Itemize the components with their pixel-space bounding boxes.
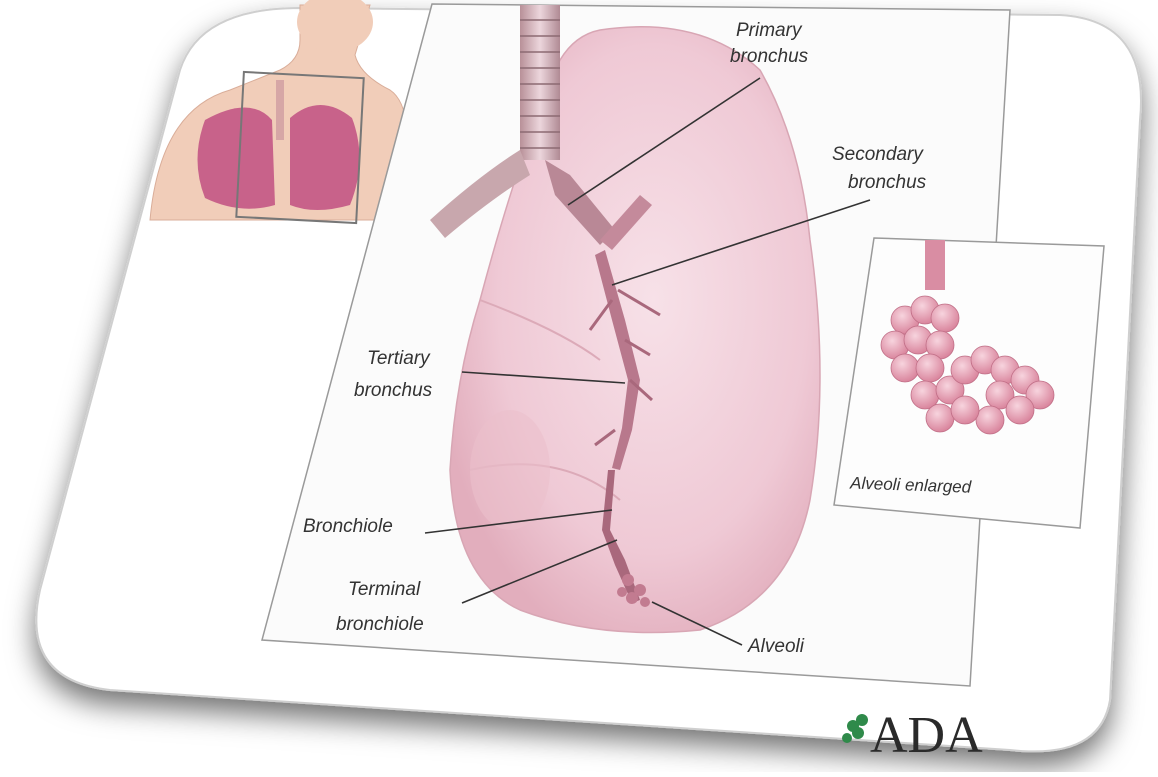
adam-logo: ADA <box>842 707 983 764</box>
label-alveoli: Alveoli <box>747 636 805 657</box>
logo-text: ADA <box>870 707 983 764</box>
label-bronchiole: Bronchiole <box>303 516 393 537</box>
